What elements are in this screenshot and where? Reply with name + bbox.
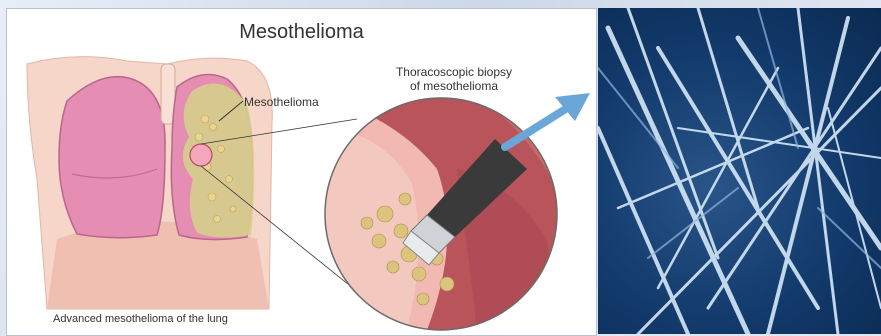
left-lung — [59, 77, 165, 238]
chest-illustration — [7, 9, 596, 335]
diagram-title: Mesothelioma — [7, 21, 596, 44]
tumor-label: Mesothelioma — [244, 95, 319, 109]
asbestos-fiber-image — [598, 8, 881, 334]
asbestos-fibers — [598, 8, 881, 334]
biopsy-label-line2: of mesothelioma — [369, 79, 539, 93]
diagram-caption: Advanced mesothelioma of the lung — [53, 313, 228, 325]
arrow-icon — [505, 93, 590, 147]
mesothelioma-diagram-panel: Mesothelioma Thoracoscopic biopsy of mes… — [6, 8, 597, 336]
biopsy-label: Thoracoscopic biopsy of mesothelioma — [369, 65, 539, 93]
biopsy-label-line1: Thoracoscopic biopsy — [369, 65, 539, 79]
biopsy-site — [190, 144, 212, 166]
